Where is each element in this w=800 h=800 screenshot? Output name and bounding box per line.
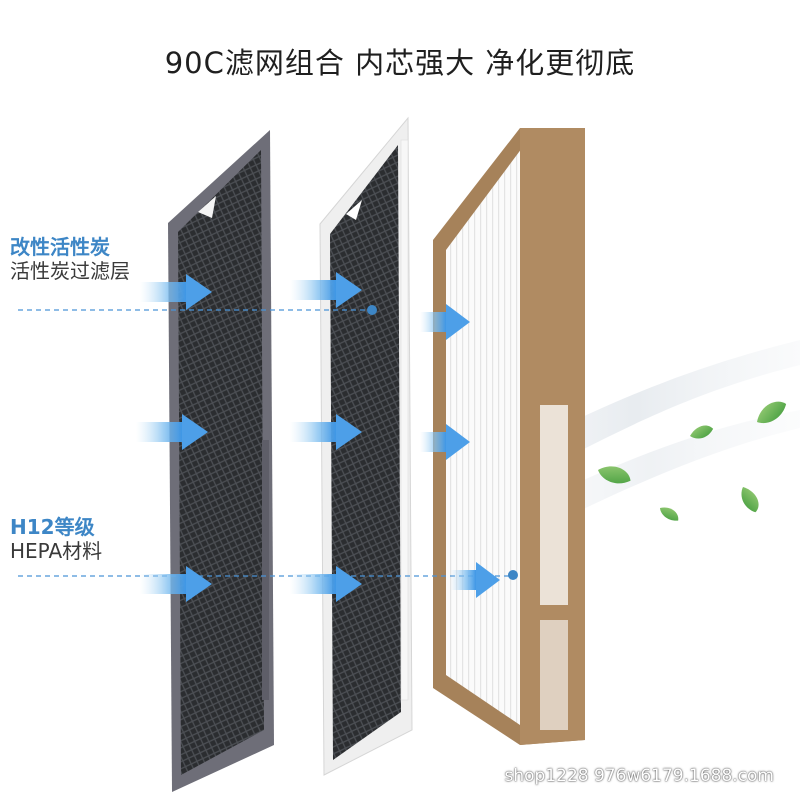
leaf-icon bbox=[757, 401, 787, 423]
leaf-icon bbox=[660, 507, 679, 521]
airflow-arrow-icon bbox=[420, 424, 470, 460]
airflow-arrow-icon bbox=[290, 566, 362, 602]
leaves bbox=[598, 401, 787, 521]
airflow-arrows bbox=[136, 272, 500, 602]
hepa-layer-title: H12等级 bbox=[10, 515, 95, 539]
carbon-layer-label: 改性活性炭 活性炭过滤层 bbox=[10, 235, 130, 283]
indicator-line-carbon bbox=[18, 305, 377, 315]
leaf-icon bbox=[598, 466, 631, 484]
airflow-arrow-icon bbox=[290, 414, 362, 450]
carbon-filter-gray-frame bbox=[168, 130, 274, 792]
headline: 90C滤网组合 内芯强大 净化更彻底 bbox=[164, 46, 636, 80]
shop-watermark: shop1228 976w6179.1688.com bbox=[504, 766, 775, 786]
indicator-line-hepa bbox=[18, 570, 518, 580]
leaf-icon bbox=[690, 425, 714, 439]
airflow-arrow-icon bbox=[450, 562, 500, 598]
airflow-arrow-icon bbox=[136, 414, 208, 450]
airflow-arrow-icon bbox=[290, 272, 362, 308]
carbon-layer-subtitle: 活性炭过滤层 bbox=[10, 259, 130, 283]
leaf-icon bbox=[741, 487, 759, 513]
airflow-arrow-icon bbox=[420, 304, 470, 340]
hepa-layer-label: H12等级 HEPA材料 bbox=[10, 515, 102, 563]
hepa-layer-subtitle: HEPA材料 bbox=[10, 539, 103, 563]
airflow-arrow-icon bbox=[140, 274, 212, 310]
hepa-filter-bronze-frame bbox=[433, 128, 585, 745]
airflow-arrow-icon bbox=[140, 566, 212, 602]
carbon-layer-title: 改性活性炭 bbox=[10, 235, 110, 259]
carbon-filter-white-frame bbox=[319, 116, 413, 776]
